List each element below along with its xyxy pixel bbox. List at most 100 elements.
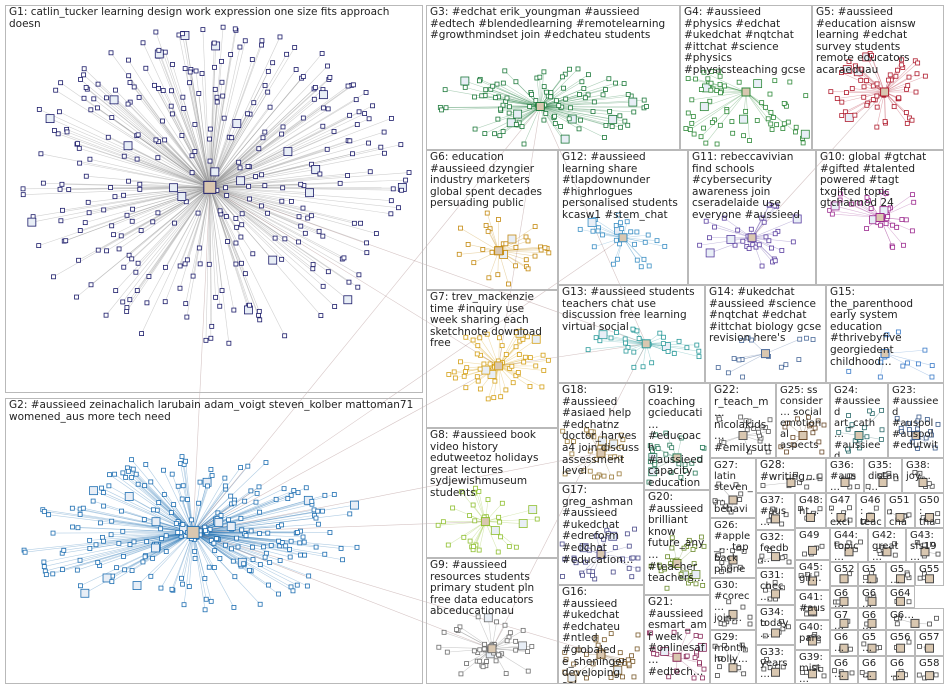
hub-vertex — [875, 213, 885, 222]
vertex — [254, 490, 260, 496]
edge — [540, 101, 595, 107]
edge — [193, 532, 267, 554]
vertex — [717, 656, 723, 661]
edge — [479, 337, 499, 367]
vertex — [182, 66, 188, 71]
edge — [209, 187, 230, 344]
group-label: G24: #aussieed art_cath… #aussieed… — [834, 385, 881, 458]
vertex — [864, 195, 870, 200]
group-panel-g62: G6… — [858, 656, 886, 684]
vertex — [682, 468, 688, 473]
vertex — [121, 153, 127, 159]
group-label: G20: #aussieed brilliant know future_any… — [648, 491, 707, 585]
vertex — [693, 76, 698, 82]
edge — [485, 509, 533, 522]
edge — [192, 532, 261, 565]
edge — [209, 149, 328, 188]
vertex — [221, 115, 227, 121]
vertex — [343, 295, 353, 305]
vertex — [124, 305, 130, 310]
edge — [209, 59, 253, 188]
edge — [178, 34, 211, 188]
vertex — [760, 483, 766, 488]
vertex — [566, 116, 572, 122]
hub-vertex — [844, 547, 854, 557]
vertex — [613, 661, 619, 666]
vertex — [500, 129, 506, 134]
hub-vertex — [867, 596, 877, 606]
vertex — [315, 521, 321, 527]
vertex — [513, 373, 519, 379]
edge — [193, 532, 292, 542]
vertex — [577, 92, 582, 97]
edge — [192, 477, 226, 533]
vertex — [597, 338, 603, 344]
vertex — [513, 638, 519, 644]
edge — [704, 91, 747, 107]
vertex — [548, 94, 554, 100]
edge — [209, 54, 231, 188]
group-label: G13: #aussieed students teachers chat us… — [562, 286, 698, 333]
vertex — [259, 172, 265, 178]
vertex — [140, 40, 146, 46]
vertex — [715, 365, 721, 370]
vertex — [316, 228, 322, 234]
group-label: G4: #aussieed #physics #edchat #ukedchat… — [684, 6, 806, 76]
vertex — [214, 99, 220, 105]
edge — [209, 187, 242, 264]
vertex — [581, 86, 587, 91]
group-panel-g31: G31: chec… — [756, 568, 795, 605]
vertex — [318, 313, 324, 318]
edge — [448, 521, 486, 546]
vertex — [313, 544, 319, 550]
hub-vertex — [808, 636, 817, 646]
vertex — [698, 534, 704, 540]
vertex — [283, 543, 289, 549]
vertex — [388, 211, 394, 217]
edge — [192, 532, 243, 563]
vertex — [492, 131, 497, 137]
hub-vertex — [925, 513, 934, 522]
vertex — [882, 119, 888, 124]
vertex — [534, 516, 540, 522]
vertex — [362, 111, 368, 116]
vertex — [560, 574, 565, 579]
vertex — [635, 566, 641, 572]
group-panel-g34: G34: today… — [756, 605, 795, 645]
vertex — [97, 520, 103, 526]
vertex — [126, 57, 131, 63]
edge — [600, 545, 630, 555]
edge — [209, 187, 268, 214]
group-label: G36: #aus… — [830, 460, 858, 493]
vertex — [87, 546, 93, 551]
vertex — [179, 133, 185, 138]
vertex — [210, 167, 220, 177]
vertex — [80, 588, 90, 598]
vertex — [182, 261, 188, 267]
vertex — [608, 675, 614, 680]
edge — [751, 205, 770, 238]
edge — [209, 187, 335, 307]
group-panel-g26: G26: #apple_… tap back phone… — [710, 518, 756, 578]
edge — [646, 343, 700, 357]
vertex — [767, 417, 773, 423]
vertex — [793, 129, 798, 135]
vertex — [245, 463, 251, 469]
hub-vertex — [786, 478, 796, 487]
hub-vertex — [867, 574, 877, 584]
vertex — [497, 519, 503, 525]
vertex — [834, 96, 840, 101]
edge — [172, 64, 211, 188]
edge — [209, 166, 250, 188]
vertex — [232, 26, 238, 32]
vertex — [470, 337, 476, 343]
vertex — [763, 234, 769, 240]
vertex — [162, 299, 168, 305]
group-label: G29: month holly… — [714, 632, 750, 665]
vertex — [794, 416, 800, 422]
vertex — [109, 518, 115, 524]
vertex — [137, 181, 143, 187]
vertex — [767, 91, 773, 97]
vertex — [779, 521, 785, 527]
vertex — [513, 344, 519, 350]
